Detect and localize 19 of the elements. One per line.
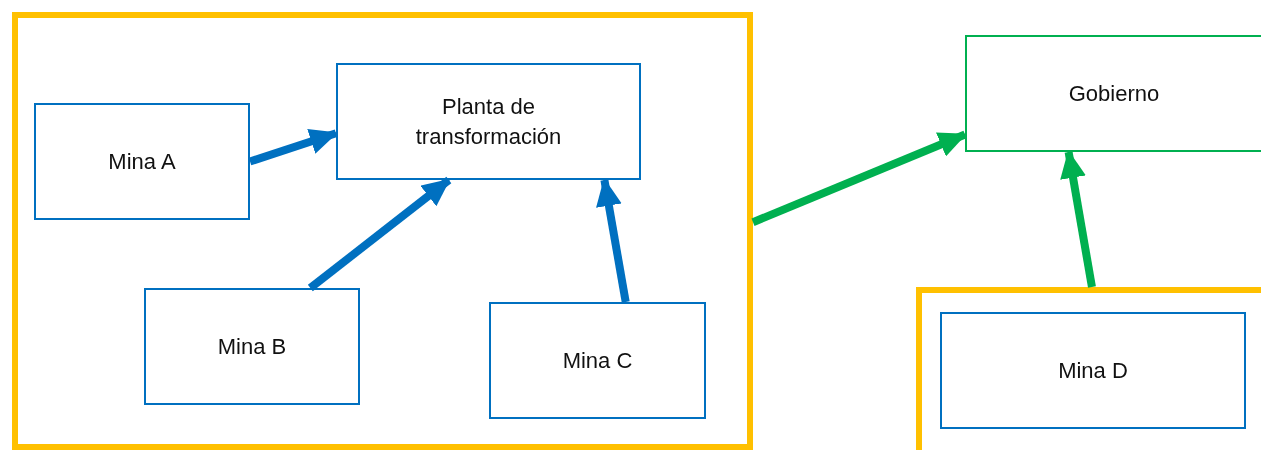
arrow xyxy=(596,178,630,303)
group-frame xyxy=(916,287,1261,450)
box-label: Mina D xyxy=(1057,356,1129,385)
box-label: Planta de transformación xyxy=(414,92,563,151)
process-box xyxy=(965,35,1261,152)
process-box xyxy=(336,63,641,180)
process-box xyxy=(940,312,1246,429)
process-box xyxy=(144,288,360,405)
arrow xyxy=(751,130,967,226)
box-label: Mina B xyxy=(216,332,288,361)
group-frame xyxy=(12,12,753,450)
box-label: Mina A xyxy=(107,147,177,176)
arrow xyxy=(1060,150,1096,288)
arrow xyxy=(307,176,452,292)
arrow xyxy=(248,129,338,166)
process-box xyxy=(489,302,706,419)
process-box xyxy=(34,103,250,220)
box-label: Mina C xyxy=(561,346,634,375)
box-label: Gobierno xyxy=(1067,79,1161,108)
